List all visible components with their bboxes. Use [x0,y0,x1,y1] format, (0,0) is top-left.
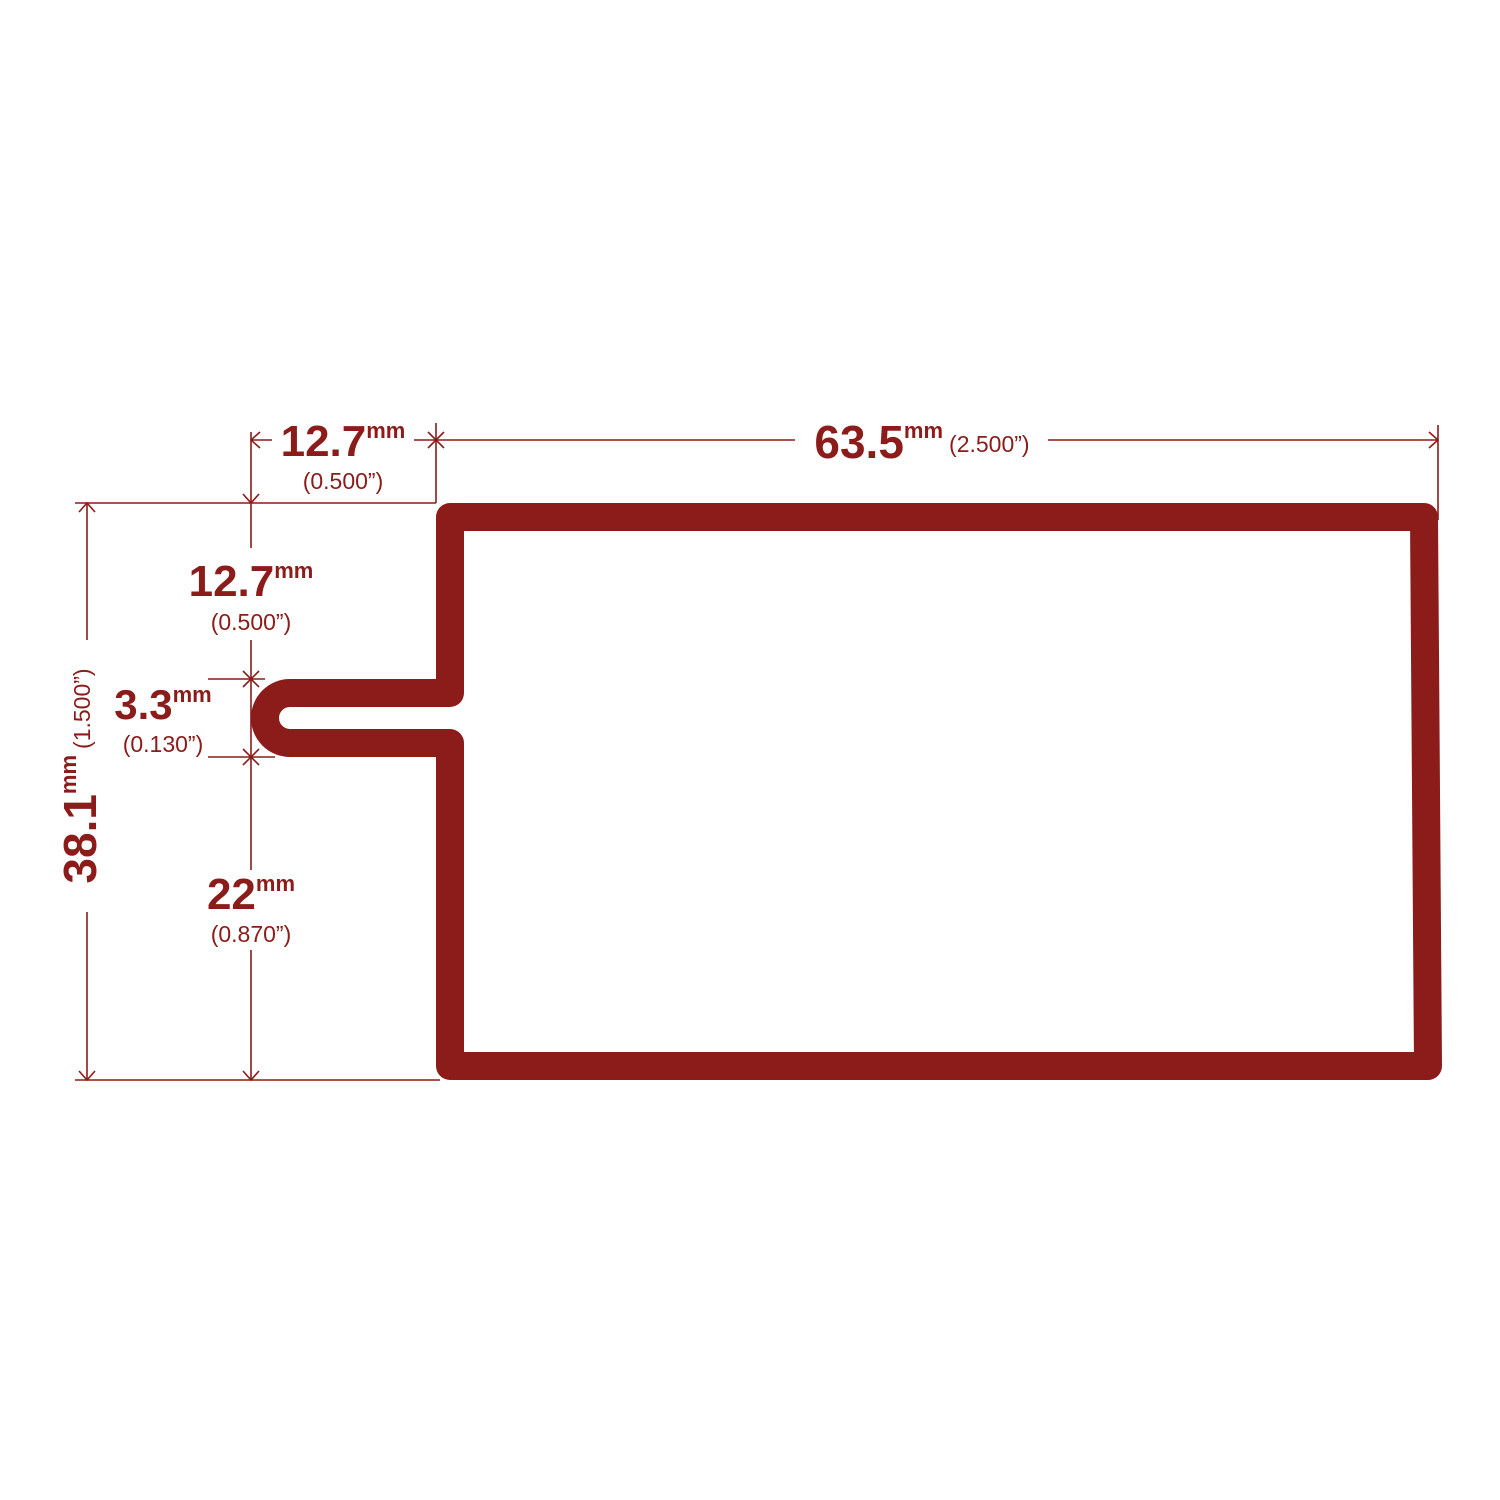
dim-value: 12.7 [189,557,275,606]
dim-label: 22mm [207,870,295,919]
dim-overall-height: 38.1mm (1.500”) [54,668,106,883]
dim-inch: (1.500”) [69,668,95,749]
dim-label: 12.7mm [189,557,314,606]
dim-value: 38.1 [54,794,106,884]
dim-top-left-width: 12.7mm (0.500”) [281,417,406,494]
dim-overall-width: 63.5mm(2.500”) [814,416,1029,468]
dim-label: 63.5mm(2.500”) [814,416,1029,468]
dim-slot-top-offset: 12.7mm (0.500”) [189,557,314,635]
dim-label: 3.3mm [114,681,212,728]
dim-value: 63.5 [814,416,904,468]
dim-inch: (0.500”) [303,468,384,494]
dim-inch: (2.500”) [949,431,1030,457]
dim-unit: mm [56,755,81,794]
dim-unit: mm [256,871,295,896]
dim-unit: mm [173,682,212,707]
dim-value: 3.3 [114,681,172,728]
dim-unit: mm [366,418,405,443]
dimension-lines [75,423,1440,1082]
dim-value: 12.7 [281,417,367,466]
dim-unit: mm [904,418,943,443]
dim-inch: (0.500”) [211,609,292,635]
profile-outline [251,503,1442,1080]
dim-unit: mm [274,558,313,583]
dim-slot-bottom-offset: 22mm (0.870”) [207,870,295,947]
dim-slot-width: 3.3mm (0.130”) [114,681,212,757]
dim-inch: (0.130”) [123,731,204,757]
dim-label: 12.7mm [281,417,406,466]
dim-label: 38.1mm (1.500”) [54,668,106,883]
dim-value: 22 [207,870,256,919]
dim-inch: (0.870”) [211,921,292,947]
